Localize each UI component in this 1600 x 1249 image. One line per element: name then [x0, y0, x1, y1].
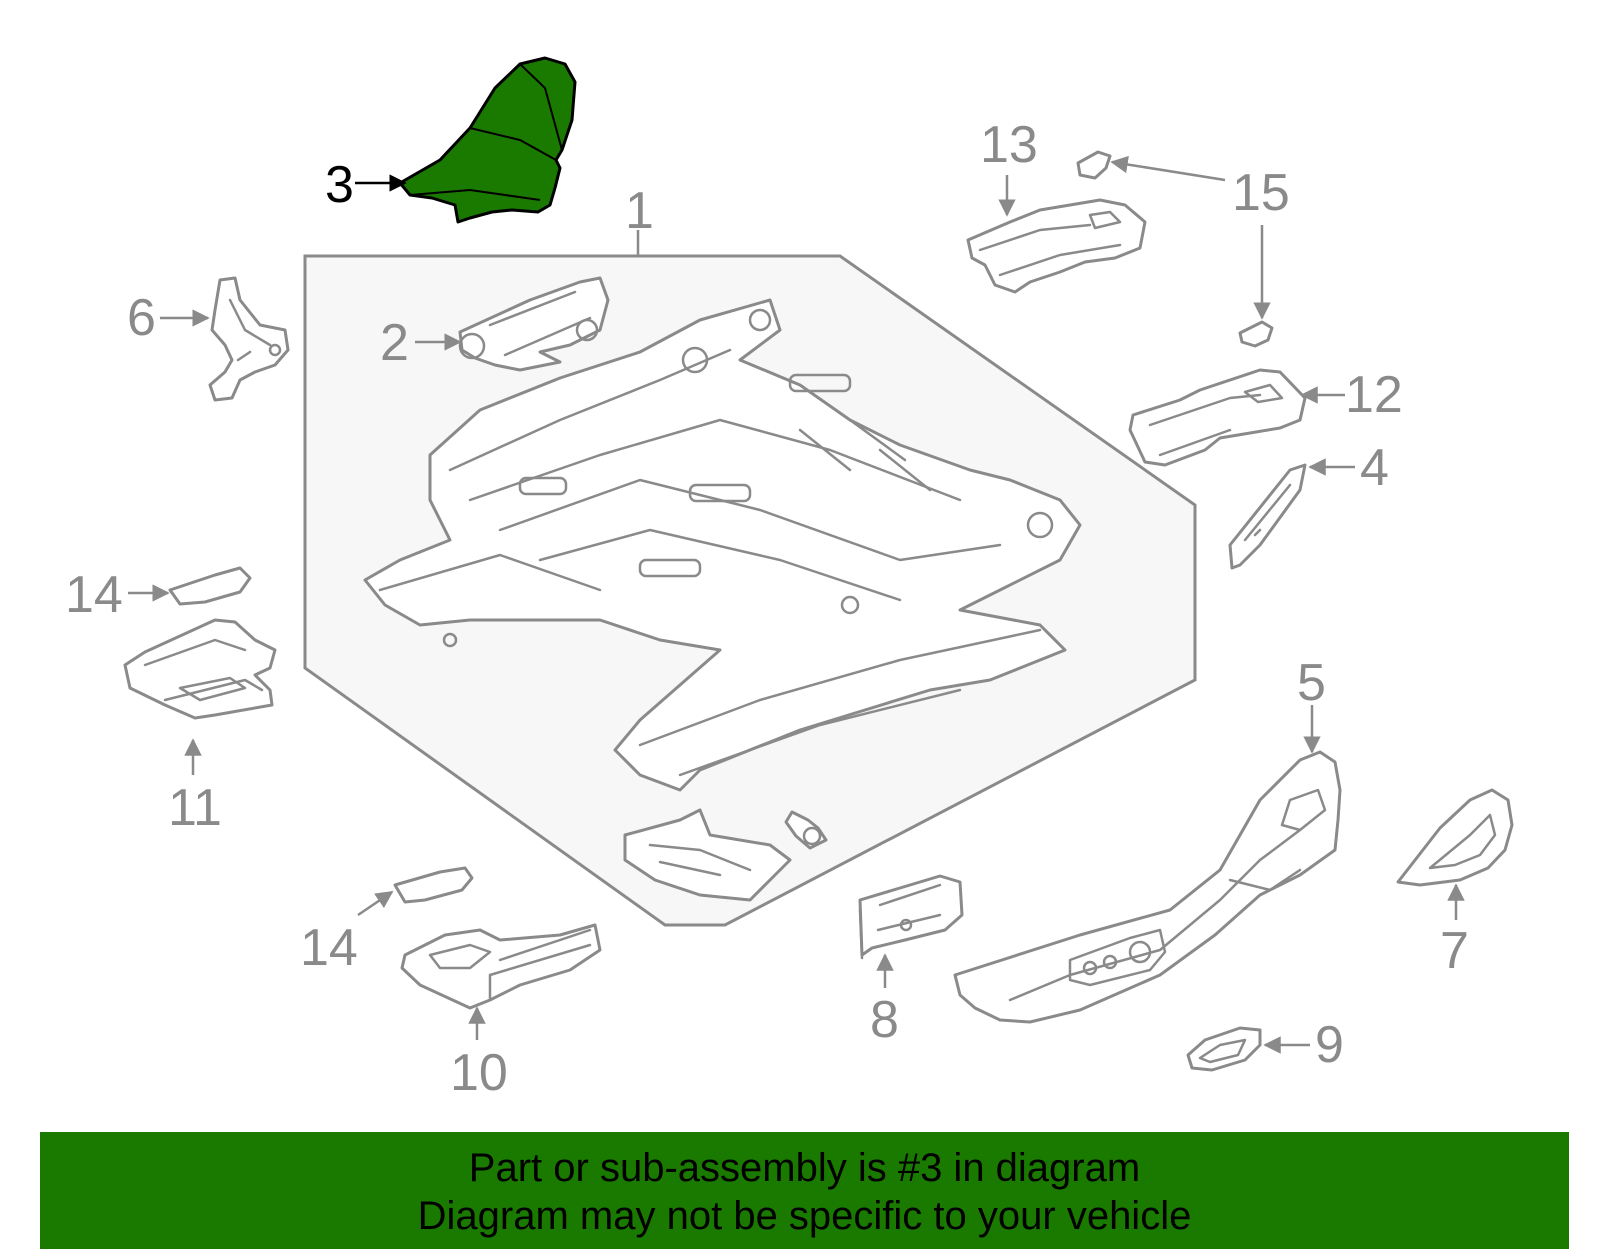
callout-14-upper: 14	[65, 566, 123, 624]
callout-13: 13	[980, 116, 1038, 174]
callout-8: 8	[870, 991, 899, 1049]
callout-4: 4	[1360, 439, 1389, 497]
switch-module-part-8[interactable]	[858, 874, 964, 960]
plate-part-14-lower[interactable]	[393, 866, 474, 904]
tray-part-12[interactable]	[1128, 368, 1307, 467]
tray-part-13[interactable]	[966, 198, 1147, 294]
plate-part-14-upper[interactable]	[168, 566, 252, 606]
callout-5: 5	[1297, 654, 1326, 712]
callout-11: 11	[168, 779, 222, 837]
callout-2: 2	[380, 314, 409, 372]
leader-15a	[1110, 155, 1226, 182]
seat-track-frame-part-1[interactable]	[363, 298, 1082, 792]
callout-15: 15	[1232, 164, 1290, 222]
motor-part-2[interactable]	[458, 276, 610, 372]
callout-1: 1	[625, 182, 654, 240]
tray-part-11[interactable]	[123, 618, 277, 720]
info-banner: Part or sub-assembly is #3 in diagram Di…	[40, 1132, 1569, 1249]
bracket-part-6[interactable]	[208, 276, 290, 402]
banner-line-disclaimer: Diagram may not be specific to your vehi…	[417, 1194, 1192, 1238]
knob-cover-part-7[interactable]	[1396, 788, 1514, 887]
cover-part-3-highlighted[interactable]	[398, 56, 577, 224]
callout-9: 9	[1315, 1016, 1344, 1074]
tray-part-10[interactable]	[400, 923, 602, 1010]
bolt[interactable]	[784, 810, 828, 850]
trim-strip-part-4[interactable]	[1228, 463, 1307, 570]
callout-6: 6	[127, 289, 156, 347]
lower-bracket[interactable]	[623, 808, 792, 902]
callout-7: 7	[1440, 922, 1469, 980]
callout-12: 12	[1345, 366, 1403, 424]
bezel-part-9[interactable]	[1186, 1026, 1262, 1072]
clip-part-15-lower[interactable]	[1238, 320, 1274, 348]
callout-3: 3	[325, 156, 354, 214]
clip-part-15-upper[interactable]	[1076, 150, 1112, 180]
callout-14-lower: 14	[300, 919, 358, 977]
leader-14b	[357, 890, 394, 917]
side-shield-part-5[interactable]	[953, 750, 1342, 1024]
callout-10: 10	[450, 1044, 508, 1102]
banner-line-part-reference: Part or sub-assembly is #3 in diagram	[468, 1146, 1141, 1190]
